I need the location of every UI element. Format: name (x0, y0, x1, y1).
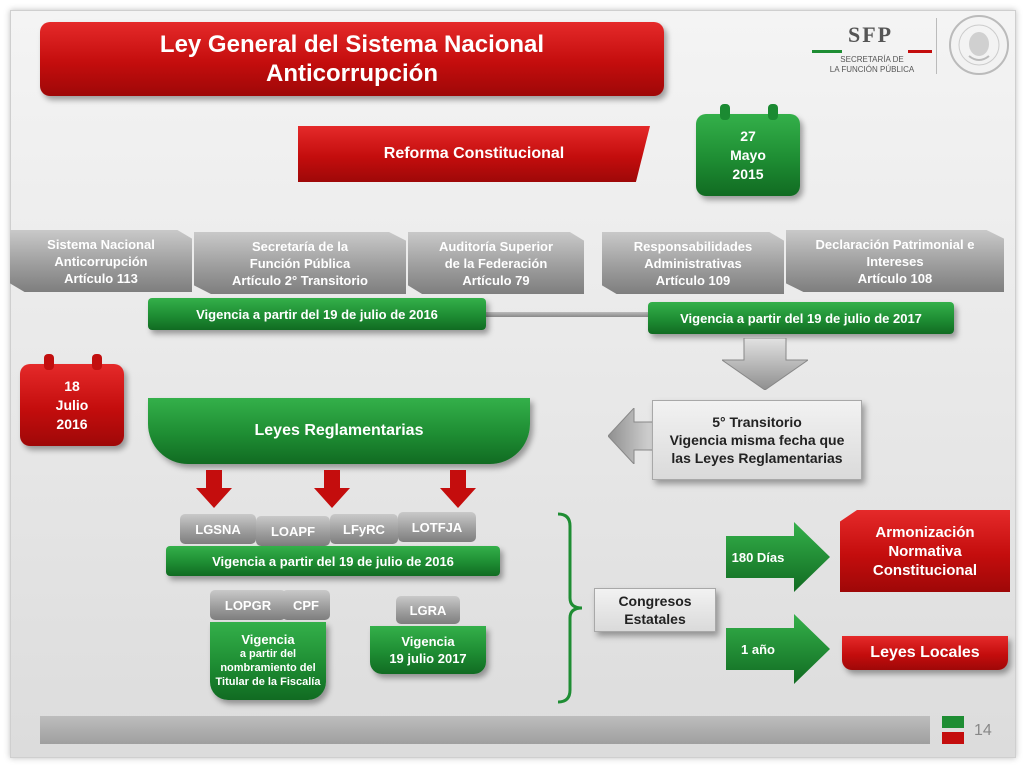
title-line2: Anticorrupción (266, 60, 438, 87)
title-banner: Ley General del Sistema Nacional Anticor… (40, 22, 664, 96)
law-tag-loapf: LOAPF (256, 516, 330, 546)
box-secretaria-funcion-publica: Secretaría de la Función Pública Artícul… (194, 232, 406, 294)
reforma-constitucional-banner: Reforma Constitucional (298, 126, 650, 182)
box-line: Sistema Nacional (47, 236, 155, 252)
box-line: Artículo 109 (655, 272, 731, 288)
sfp-logo: SFP SECRETARÍA DE LA FUNCIÓN PÚBLICA (812, 22, 932, 78)
law-tag-lgra: LGRA (396, 596, 460, 624)
red-down-arrow-icon (440, 470, 476, 508)
law-tag-lgsna: LGSNA (180, 514, 256, 544)
fiscalia-line: Titular de la Fiscalía (215, 676, 321, 688)
arrow-1-anio-label: 1 año (741, 641, 775, 657)
congresos-estatales-box: Congresos Estatales (594, 588, 716, 632)
vigencia-2016-bar: Vigencia a partir del 19 de julio de 201… (148, 298, 486, 330)
box-line: Responsabilidades (633, 238, 753, 254)
title-line1: Ley General del Sistema Nacional (159, 31, 545, 58)
box-responsabilidades: Responsabilidades Administrativas Artícu… (602, 232, 784, 294)
box-line: de la Federación (444, 255, 548, 271)
box-declaracion-patrimonial: Declaración Patrimonial e Intereses Artí… (786, 230, 1004, 292)
armonizacion-line: Constitucional (872, 561, 978, 579)
green-bracket (556, 512, 586, 704)
sfp-logo-text: SFP (848, 22, 894, 47)
date-month: Mayo (730, 146, 766, 163)
box-line: Administrativas (644, 255, 742, 271)
sfp-logo-sub1: SECRETARÍA DE (840, 55, 904, 64)
congresos-line: Congresos (618, 593, 692, 609)
fiscalia-line: Vigencia (241, 632, 295, 647)
law-tag-lopgr: LOPGR (210, 590, 286, 620)
footer-flag-red (942, 732, 964, 744)
date-day: 27 (740, 127, 756, 144)
date-month: Julio (55, 396, 89, 413)
box-line: Intereses (866, 253, 924, 269)
box-line: Función Pública (249, 255, 351, 271)
date-calendar-2015: 27 Mayo 2015 (696, 104, 800, 196)
date-year: 2016 (56, 415, 88, 432)
vigencia-fiscalia-box: Vigencia a partir del nombramiento del T… (210, 622, 326, 700)
page-number: 14 (974, 722, 992, 739)
red-down-arrow-icon (314, 470, 350, 508)
logo-divider (936, 18, 937, 74)
box-line: Secretaría de la (251, 238, 349, 254)
fiscalia-line: a partir del (239, 648, 297, 660)
leyes-reglamentarias-banner: Leyes Reglamentarias (148, 398, 530, 464)
arrow-180-label: 180 Días (731, 549, 785, 565)
lgra-line: 19 julio 2017 (389, 651, 467, 666)
national-seal-icon (948, 14, 1010, 76)
date-calendar-2016: 18 Julio 2016 (20, 354, 124, 446)
box-line: Artículo 2° Transitorio (232, 272, 368, 288)
transitorio-line: las Leyes Reglamentarias (671, 450, 843, 466)
vigencia-laws-bar: Vigencia a partir del 19 de julio de 201… (166, 546, 500, 576)
footer-flag-green (942, 716, 964, 728)
congresos-line: Estatales (624, 611, 686, 627)
box-line: Artículo 79 (462, 272, 530, 288)
armonizacion-line: Normativa (888, 542, 962, 560)
date-year: 2015 (732, 165, 764, 182)
sfp-logo-sub2: LA FUNCIÓN PÚBLICA (829, 65, 915, 74)
vigencia-2017-bar: Vigencia a partir del 19 de julio de 201… (648, 302, 954, 334)
armonizacion-line: Armonización (875, 523, 975, 541)
box-auditoria-superior: Auditoría Superior de la Federación Artí… (408, 232, 584, 294)
law-tag-lotfja: LOTFJA (398, 512, 476, 542)
footer-bar (40, 716, 930, 744)
red-down-arrow-icon (196, 470, 232, 508)
vigencia-lgra-box: Vigencia 19 julio 2017 (370, 626, 486, 674)
lgra-line: Vigencia (401, 634, 455, 649)
box-line: Auditoría Superior (438, 238, 554, 254)
down-arrow-icon (720, 337, 810, 391)
transitorio-line: 5° Transitorio (712, 414, 802, 430)
box-line: Artículo 113 (64, 270, 138, 286)
fiscalia-line: nombramiento del (220, 662, 316, 674)
leyes-locales-box: Leyes Locales (842, 636, 1008, 670)
armonizacion-box: Armonización Normativa Constitucional (840, 510, 1010, 592)
date-day: 18 (64, 377, 80, 394)
box-sistema-nacional: Sistema Nacional Anticorrupción Artículo… (10, 230, 192, 292)
connector-line (486, 312, 648, 317)
arrow-1-anio: 1 año (726, 614, 830, 684)
law-tag-lfyrc: LFyRC (330, 514, 398, 544)
law-tag-cpf: CPF (282, 590, 330, 620)
arrow-180-dias: 180 Días (726, 522, 830, 592)
transitorio-line: Vigencia misma fecha que (669, 432, 845, 448)
box-line: Anticorrupción (54, 253, 148, 269)
box-line: Artículo 108 (857, 270, 933, 286)
box-line: Declaración Patrimonial e (815, 236, 975, 252)
transitorio-box: 5° Transitorio Vigencia misma fecha que … (652, 400, 862, 480)
